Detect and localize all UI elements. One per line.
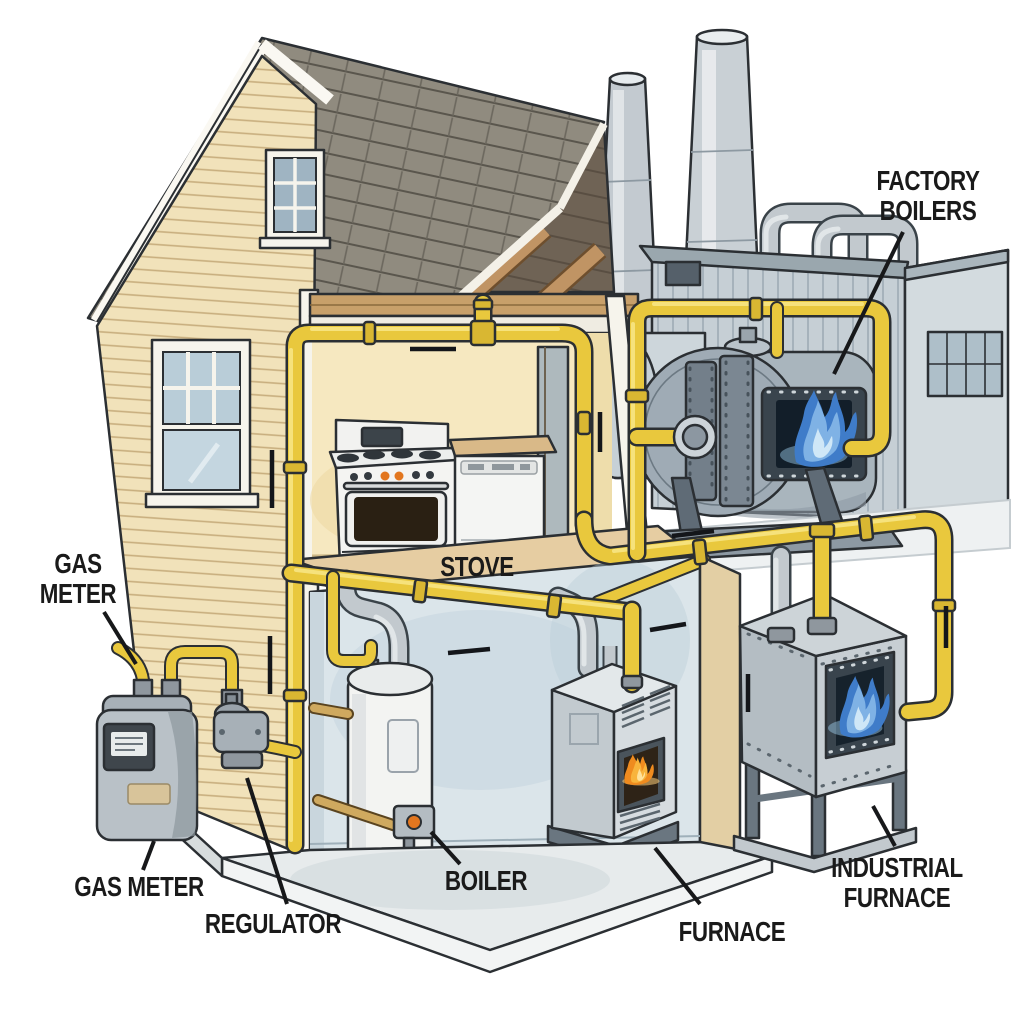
furnace-window	[616, 736, 666, 814]
industrial-furnace	[732, 545, 918, 874]
label-line: INDUSTRIAL	[831, 852, 963, 883]
oven-handle	[342, 481, 450, 491]
industrial-furnace-window	[824, 650, 896, 760]
label-gas-meter-bottom: GAS METER	[74, 871, 204, 902]
regulator-device	[212, 688, 270, 770]
furnace-vents	[621, 684, 671, 729]
label-line: GAS	[54, 548, 102, 579]
label-line: FURNACE	[843, 881, 951, 913]
arrow-to-regulator	[245, 777, 289, 905]
factory-window-grid	[926, 330, 1004, 398]
arrow-to-gas-meter-2	[141, 840, 156, 871]
flue-collar	[766, 626, 796, 644]
label-gas-meter-top: GAS METER	[39, 548, 117, 609]
label-boiler: BOILER	[444, 865, 528, 896]
factory-window-small	[664, 260, 702, 287]
attic-window	[258, 148, 332, 250]
kitchen-counter	[448, 434, 558, 554]
kitchen	[310, 294, 660, 796]
label-industrial-furnace: INDUSTRIAL FURNACE	[831, 853, 963, 913]
arrow-to-gas-meter	[102, 610, 138, 666]
gas-meter-device	[95, 678, 199, 842]
label-furnace: FURNACE	[678, 916, 786, 947]
flow-arrow-left-basement	[447, 646, 491, 656]
arrow-to-factory-boilers	[832, 231, 905, 375]
flow-arrow-right-furnace	[649, 621, 687, 633]
boiler-window	[760, 386, 868, 482]
stove	[328, 418, 660, 796]
label-factory-boilers: FACTORY BOILERS	[877, 166, 980, 226]
flow-arrow-right-yard	[671, 528, 715, 539]
flow-arrows	[267, 346, 949, 712]
label-regulator: REGULATOR	[204, 908, 342, 939]
label-line: BOILERS	[879, 194, 977, 226]
meter-badge	[127, 783, 171, 805]
arrow-to-furnace	[653, 846, 702, 906]
arrow-to-industrial-furnace	[871, 805, 897, 847]
water-heater-boiler	[308, 569, 436, 868]
bargeboard-right	[258, 39, 334, 105]
label-line: METER	[39, 577, 117, 609]
factory-roof-duct-icon	[759, 202, 919, 293]
heater-label-plate	[387, 719, 419, 773]
basement-right-wall	[698, 554, 742, 854]
label-line: FACTORY	[876, 165, 980, 196]
label-stove: STOVE	[440, 551, 514, 582]
arrow-to-boiler	[429, 830, 462, 866]
main-window	[144, 338, 260, 509]
stove-clock	[360, 426, 404, 448]
oven-window	[344, 490, 660, 796]
gas-piping	[95, 293, 957, 855]
basement	[148, 553, 774, 974]
factory-roof-edge-right	[903, 248, 1010, 282]
heater-gas-valve	[392, 804, 436, 840]
home-furnace	[546, 586, 680, 864]
label-arrows	[102, 231, 905, 906]
